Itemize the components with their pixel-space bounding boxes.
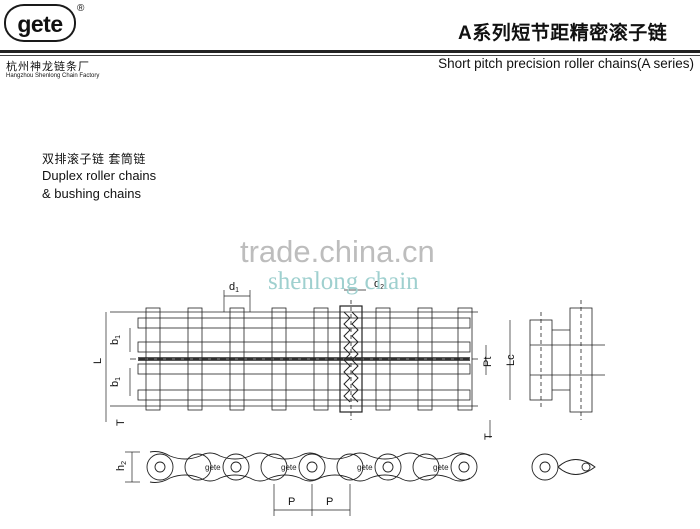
chain-front-view (146, 451, 596, 483)
dim-d2: d (374, 278, 380, 290)
dim-b1-top-sub: 1 (115, 335, 122, 339)
logo-text: gete (17, 11, 63, 37)
svg-text:d2: d2 (374, 278, 384, 291)
plate-label-3: gete (357, 463, 373, 472)
svg-text:b1: b1 (109, 335, 122, 345)
dim-P-1: P (288, 496, 295, 508)
dim-d2-sub: 2 (380, 284, 384, 291)
dimension-lines (105, 289, 511, 438)
dim-h2-sub: 2 (121, 461, 128, 465)
plate-label-1: gete (205, 463, 221, 472)
dim-L: L (92, 358, 104, 364)
company-name-en: Hangzhou Shenlong Chain Factory (6, 73, 100, 79)
section-title-en-line2: & bushing chains (42, 186, 142, 201)
section-title-cn: 双排滚子链 套筒链 (42, 152, 146, 166)
header-divider (0, 50, 700, 53)
watermark-trade: trade.china.cn (240, 234, 435, 269)
svg-text:d1: d1 (229, 281, 239, 294)
plate-label-2: gete (281, 463, 297, 472)
plate-label-4: gete (433, 463, 449, 472)
page-title-cn: A系列短节距精密滚子链 (458, 23, 668, 44)
svg-text:h2: h2 (115, 461, 128, 471)
dim-b1-bottom-sub: 1 (115, 377, 122, 381)
page-title-en: Short pitch precision roller chains(A se… (438, 56, 694, 71)
duplex-chain-top-view (130, 300, 480, 420)
dim-P-2: P (326, 496, 333, 508)
dim-d1-sub: 1 (235, 287, 239, 294)
dim-b1-top: b (109, 339, 121, 345)
watermark-shenlong: shenlong chain (268, 268, 419, 295)
company-name-cn: 杭州神龙链条厂 (6, 61, 90, 73)
dim-Pt: Pt (482, 357, 494, 367)
registered-mark: ® (77, 3, 85, 14)
section-title-en-line1: Duplex roller chains (42, 168, 157, 183)
dim-b1-bottom: b (109, 381, 121, 387)
brand-logo: gete (4, 4, 76, 42)
dim-T-right: T (483, 433, 495, 440)
svg-text:b1: b1 (109, 377, 122, 387)
dim-T-left: T (115, 419, 127, 426)
dim-h2: h (115, 465, 127, 471)
dim-Lc: Lc (505, 354, 517, 366)
dim-d1: d (229, 281, 235, 293)
chain-side-view (529, 300, 605, 420)
header-divider-thin (0, 55, 700, 56)
